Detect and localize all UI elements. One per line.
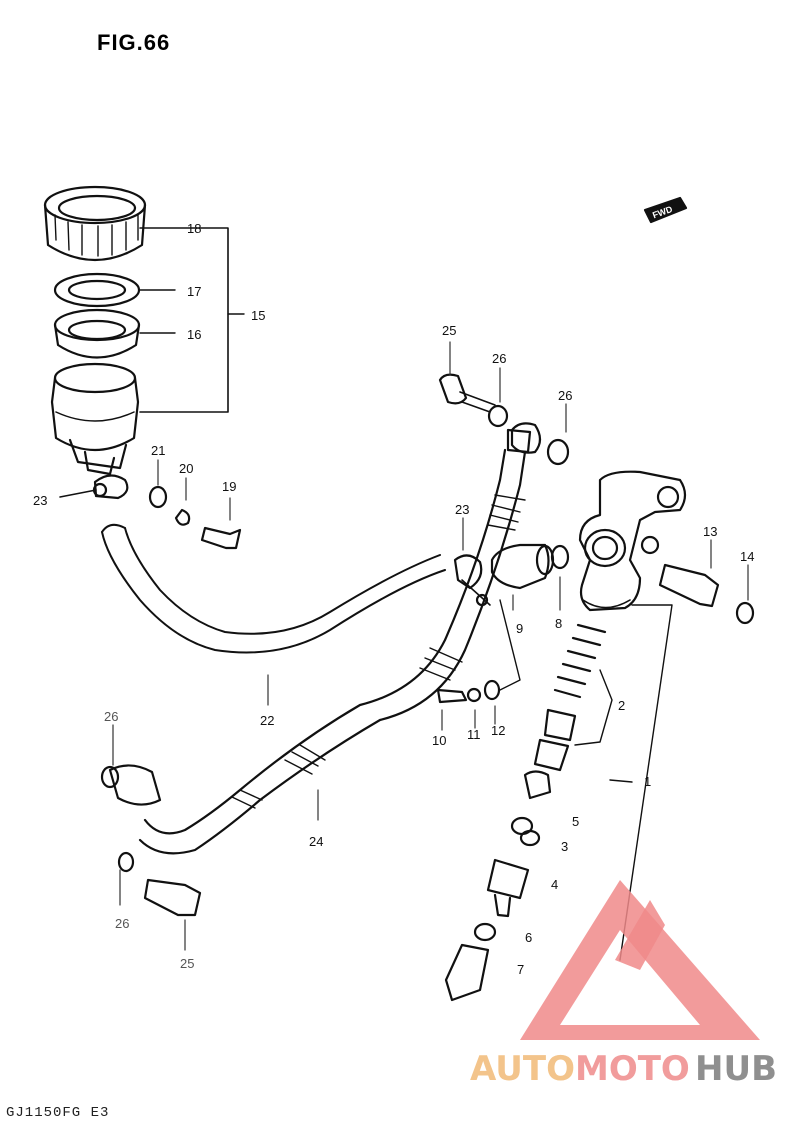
watermark-auto: AUTO [470, 1049, 575, 1089]
cap-14 [735, 601, 755, 625]
piston-rod [444, 770, 552, 1002]
reservoir-plate [53, 272, 141, 308]
callout-21: 21 [151, 443, 165, 458]
callout-labels: 1 2 3 4 5 6 7 8 9 10 11 12 13 14 15 16 1… [33, 204, 754, 977]
callout-18: 18 [187, 221, 201, 236]
callout-8: 8 [555, 616, 562, 631]
bolt-19 [200, 526, 242, 550]
brake-hose [108, 428, 532, 855]
callout-9: 9 [516, 621, 523, 636]
piston-spring [533, 623, 607, 772]
callout-26-mid-left: 26 [104, 709, 118, 724]
washer-20 [174, 508, 191, 526]
reservoir-cap [43, 185, 147, 261]
callout-3: 3 [561, 839, 568, 854]
reservoir-hose [101, 523, 446, 654]
callout-25-top: 25 [442, 323, 456, 338]
callout-25-bottom: 25 [180, 956, 194, 971]
o-ring-8 [550, 544, 570, 570]
hose-union-9 [490, 543, 555, 590]
reservoir-body [50, 362, 140, 476]
callout-4: 4 [551, 877, 558, 892]
callout-12: 12 [491, 723, 505, 738]
washer-26-lower [100, 765, 120, 789]
callout-19: 19 [222, 479, 236, 494]
callout-23-left: 23 [33, 493, 47, 508]
watermark-hub: HUB [695, 1049, 777, 1089]
callout-26-top-left: 26 [492, 351, 506, 366]
bolt-13 [658, 563, 720, 608]
callout-10: 10 [432, 733, 446, 748]
callout-13: 13 [703, 524, 717, 539]
hose-clamp-left [59, 474, 129, 500]
callout-26-top-right: 26 [558, 388, 572, 403]
banjo-bolt-top [438, 373, 570, 466]
bolt-10-11-12 [436, 679, 501, 704]
callout-16: 16 [187, 327, 201, 342]
callout-23-right: 23 [455, 502, 469, 517]
washer-21 [148, 485, 168, 509]
watermark-moto: MOTO [575, 1049, 690, 1089]
master-cylinder-body [578, 470, 687, 612]
callout-20: 20 [179, 461, 193, 476]
callout-7: 7 [517, 962, 524, 977]
callout-1: 1 [644, 774, 651, 789]
callout-22: 22 [260, 713, 274, 728]
fwd-arrow [643, 196, 688, 224]
callout-17: 17 [187, 284, 201, 299]
callout-2: 2 [618, 698, 625, 713]
figure-title: FIG.66 [97, 30, 171, 55]
callout-24: 24 [309, 834, 323, 849]
banjo-bolt-bottom [117, 851, 202, 917]
callout-6: 6 [525, 930, 532, 945]
footer-code: GJ1150FG E3 [6, 1105, 110, 1121]
watermark-logo: AUTO MOTO HUB [470, 880, 777, 1089]
callout-15: 15 [251, 308, 265, 323]
callout-14: 14 [740, 549, 754, 564]
callout-5: 5 [572, 814, 579, 829]
callout-11: 11 [467, 727, 481, 742]
callout-26-bottom-left: 26 [115, 916, 129, 931]
reservoir-diaphragm [53, 308, 141, 359]
